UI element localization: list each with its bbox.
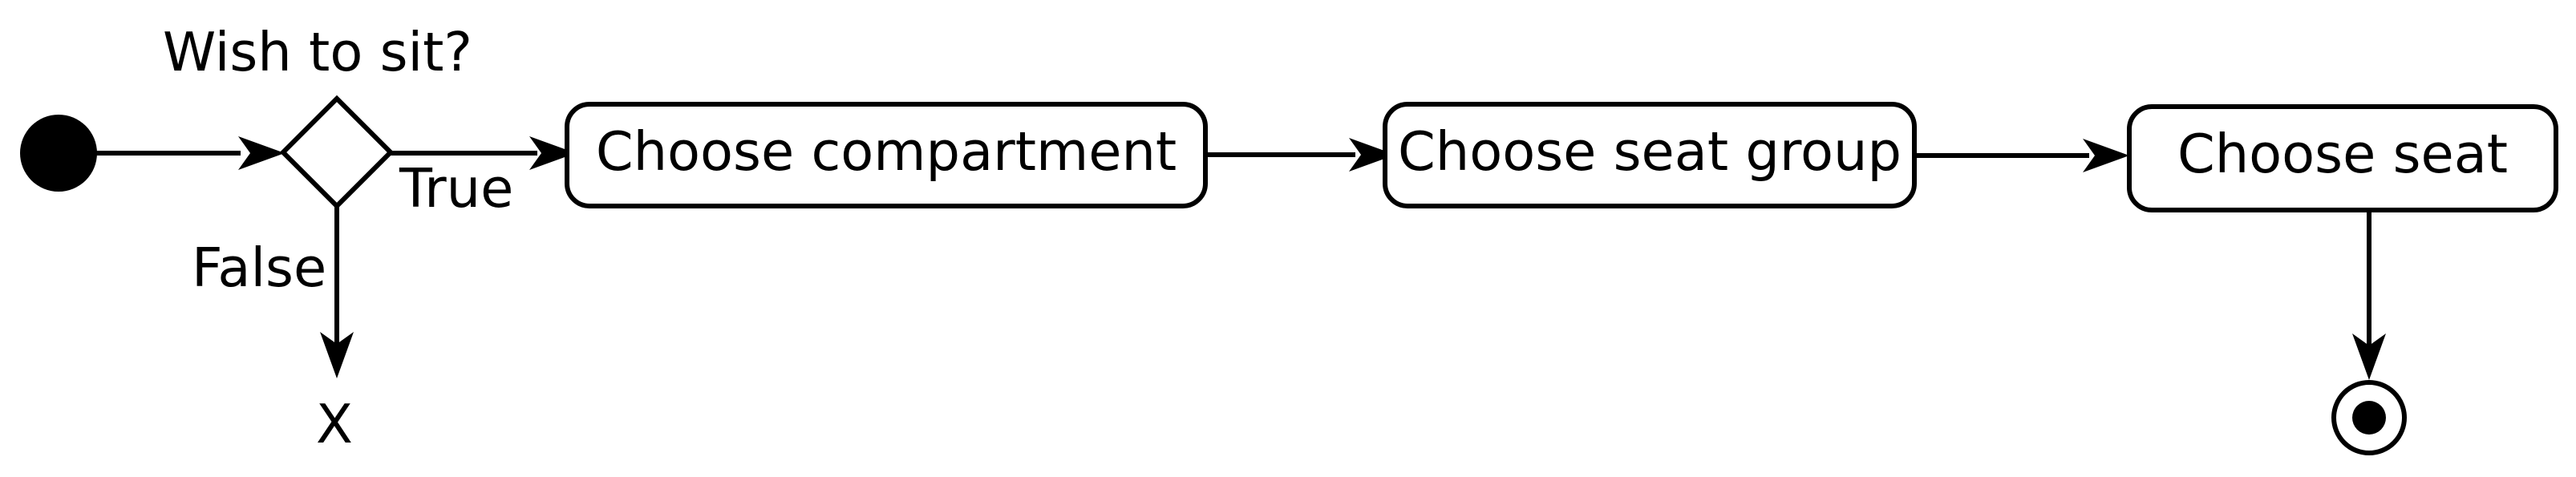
edge-decision-true-arrowhead <box>529 136 576 170</box>
initial-node[interactable] <box>20 115 97 192</box>
edge-label-false: False <box>192 236 326 299</box>
action-node-choose-seat[interactable] <box>2127 104 2558 212</box>
decision-node[interactable] <box>279 95 395 210</box>
edge-action3-to-final-arrowhead <box>2352 333 2386 380</box>
edge-decision-false-arrowhead <box>320 332 354 378</box>
edge-start-to-decision-arrowhead <box>238 136 285 170</box>
edge-action2-to-action3-arrowhead <box>2083 139 2129 172</box>
decision-question-label: Wish to sit? <box>163 21 472 83</box>
edge-action1-to-action2-arrowhead <box>1349 138 1395 172</box>
action-label-choose-compartment: Choose compartment <box>596 120 1177 183</box>
activity-final-node-dot <box>2352 401 2386 435</box>
flow-final-node[interactable]: X <box>316 393 353 455</box>
action-label-choose-seat: Choose seat <box>2177 123 2508 185</box>
action-label-choose-seat-group: Choose seat group <box>1398 120 1902 183</box>
edge-label-true: True <box>399 157 513 220</box>
